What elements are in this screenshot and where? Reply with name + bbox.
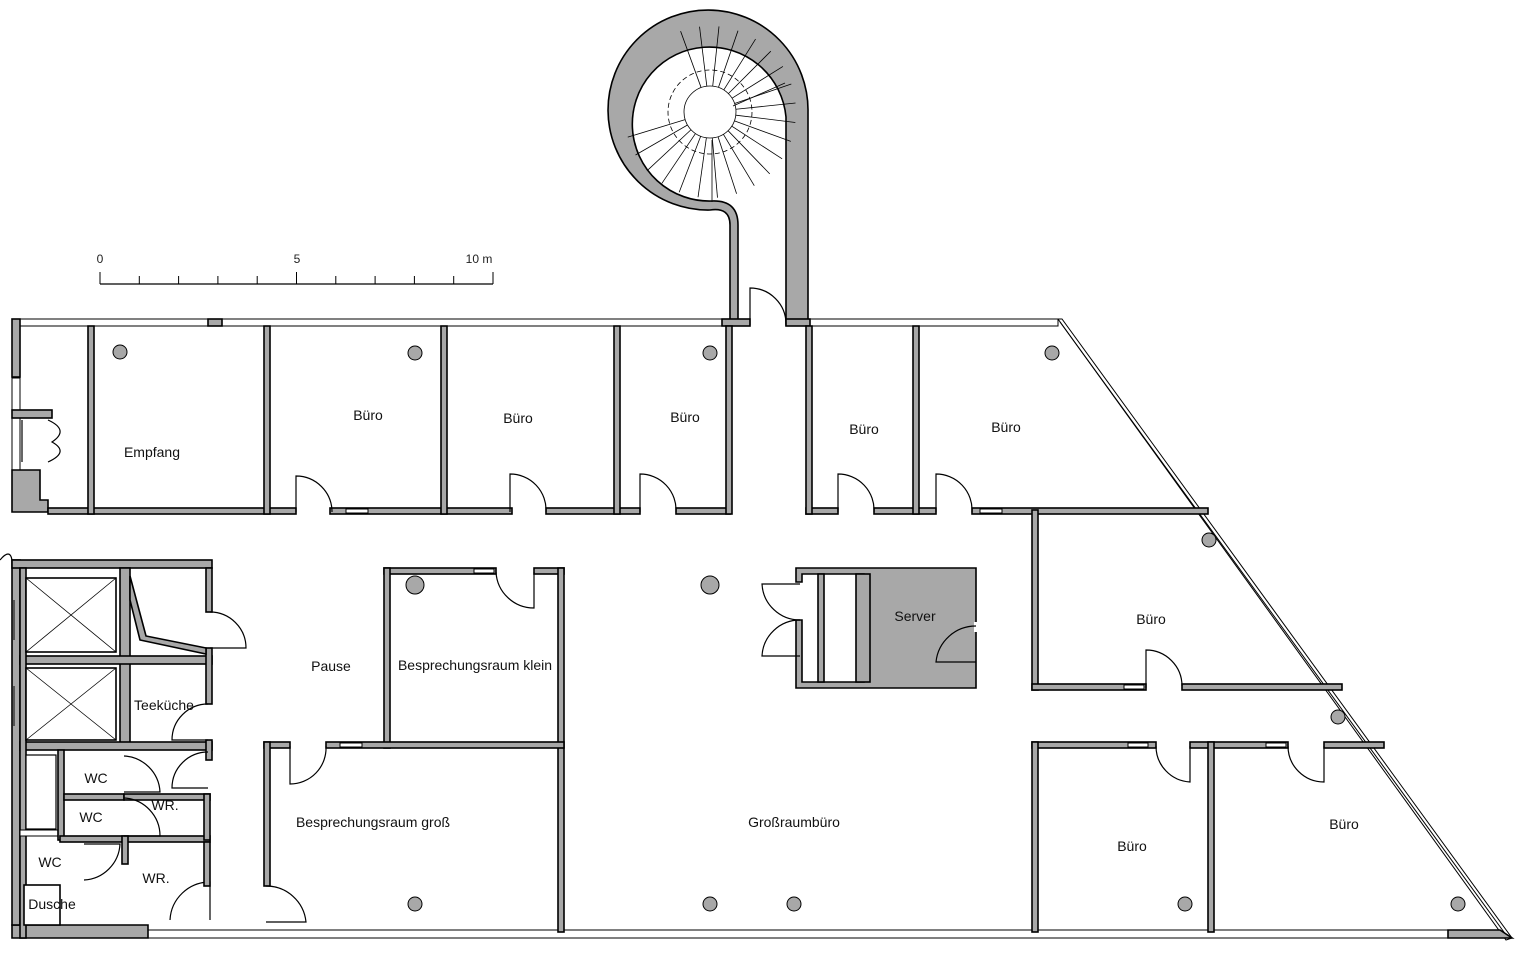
elevator-2 xyxy=(25,667,117,741)
column xyxy=(405,575,425,595)
room-label-besprechung-klein: Besprechungsraum klein xyxy=(398,657,552,673)
column xyxy=(786,896,802,912)
room-label-grossraum: Großraumbüro xyxy=(748,814,840,830)
room-label-buero-4: Büro xyxy=(849,421,879,437)
interior-walls-east xyxy=(1031,509,1385,933)
column xyxy=(1044,345,1060,361)
column xyxy=(1201,532,1217,548)
room-label-wc-2: WC xyxy=(79,809,102,825)
scale-label-10m: 10 m xyxy=(466,252,493,266)
stair-tread xyxy=(735,102,796,110)
column xyxy=(702,345,718,361)
stair-tread xyxy=(627,119,686,138)
exterior-walls xyxy=(0,318,1515,941)
stair-tread xyxy=(727,130,771,175)
column xyxy=(112,344,128,360)
columns xyxy=(112,344,1466,912)
column xyxy=(700,575,720,595)
room-labels: Empfang Büro Büro Büro Büro Büro Büro Bü… xyxy=(28,407,1359,912)
spiral-staircase xyxy=(607,9,809,326)
stair-tread xyxy=(646,129,692,171)
stair-tread xyxy=(661,133,696,184)
scale-label-5: 5 xyxy=(294,252,301,266)
room-label-buero-3: Büro xyxy=(670,409,700,425)
stair-tread xyxy=(735,114,796,123)
stair-tread xyxy=(718,30,739,88)
column xyxy=(1330,709,1346,725)
room-label-buero-2: Büro xyxy=(503,410,533,426)
stair-tread xyxy=(711,137,718,198)
elevator-1 xyxy=(25,577,117,653)
room-label-besprechung-gross: Besprechungsraum groß xyxy=(296,814,450,830)
room-label-buero-8: Büro xyxy=(1329,816,1359,832)
stair-tread xyxy=(723,134,755,186)
room-label-pause: Pause xyxy=(311,658,351,674)
service-core xyxy=(13,567,247,939)
room-label-teekueche: Teeküche xyxy=(134,697,194,713)
room-label-dusche: Dusche xyxy=(28,896,76,912)
room-label-wr-2: WR. xyxy=(142,870,169,886)
room-label-buero-6: Büro xyxy=(1136,611,1166,627)
interior-walls-north xyxy=(47,325,1209,515)
column xyxy=(1450,896,1466,912)
stair-tread xyxy=(731,125,783,160)
stair-tread xyxy=(723,38,756,91)
column xyxy=(1177,896,1193,912)
column xyxy=(702,896,718,912)
stair-tread xyxy=(728,50,772,94)
stair-tread xyxy=(712,26,720,87)
room-label-wc-1: WC xyxy=(84,770,107,786)
column xyxy=(407,896,423,912)
stair-tread xyxy=(731,66,784,99)
room-label-wc-3: WC xyxy=(38,854,61,870)
room-label-buero-5: Büro xyxy=(991,419,1021,435)
column xyxy=(407,345,423,361)
scale-label-0: 0 xyxy=(97,252,104,266)
scale-bar: 0 5 10 m xyxy=(97,252,494,285)
stair-tread xyxy=(697,137,707,198)
stair-tread xyxy=(678,136,702,193)
server-core xyxy=(761,567,978,689)
stair-tread xyxy=(734,120,791,142)
doors-north xyxy=(21,287,973,513)
room-label-wr-1: WR. xyxy=(151,797,178,813)
room-label-empfang: Empfang xyxy=(124,444,180,460)
room-label-server: Server xyxy=(894,608,936,624)
stair-tread xyxy=(635,124,688,156)
stair-tread xyxy=(734,83,792,104)
stair-tread xyxy=(699,26,708,87)
stair-tread xyxy=(717,136,737,194)
stair-tread xyxy=(680,31,702,88)
meeting-rooms xyxy=(169,567,565,933)
room-label-buero-7: Büro xyxy=(1117,838,1147,854)
room-label-buero-1: Büro xyxy=(353,407,383,423)
